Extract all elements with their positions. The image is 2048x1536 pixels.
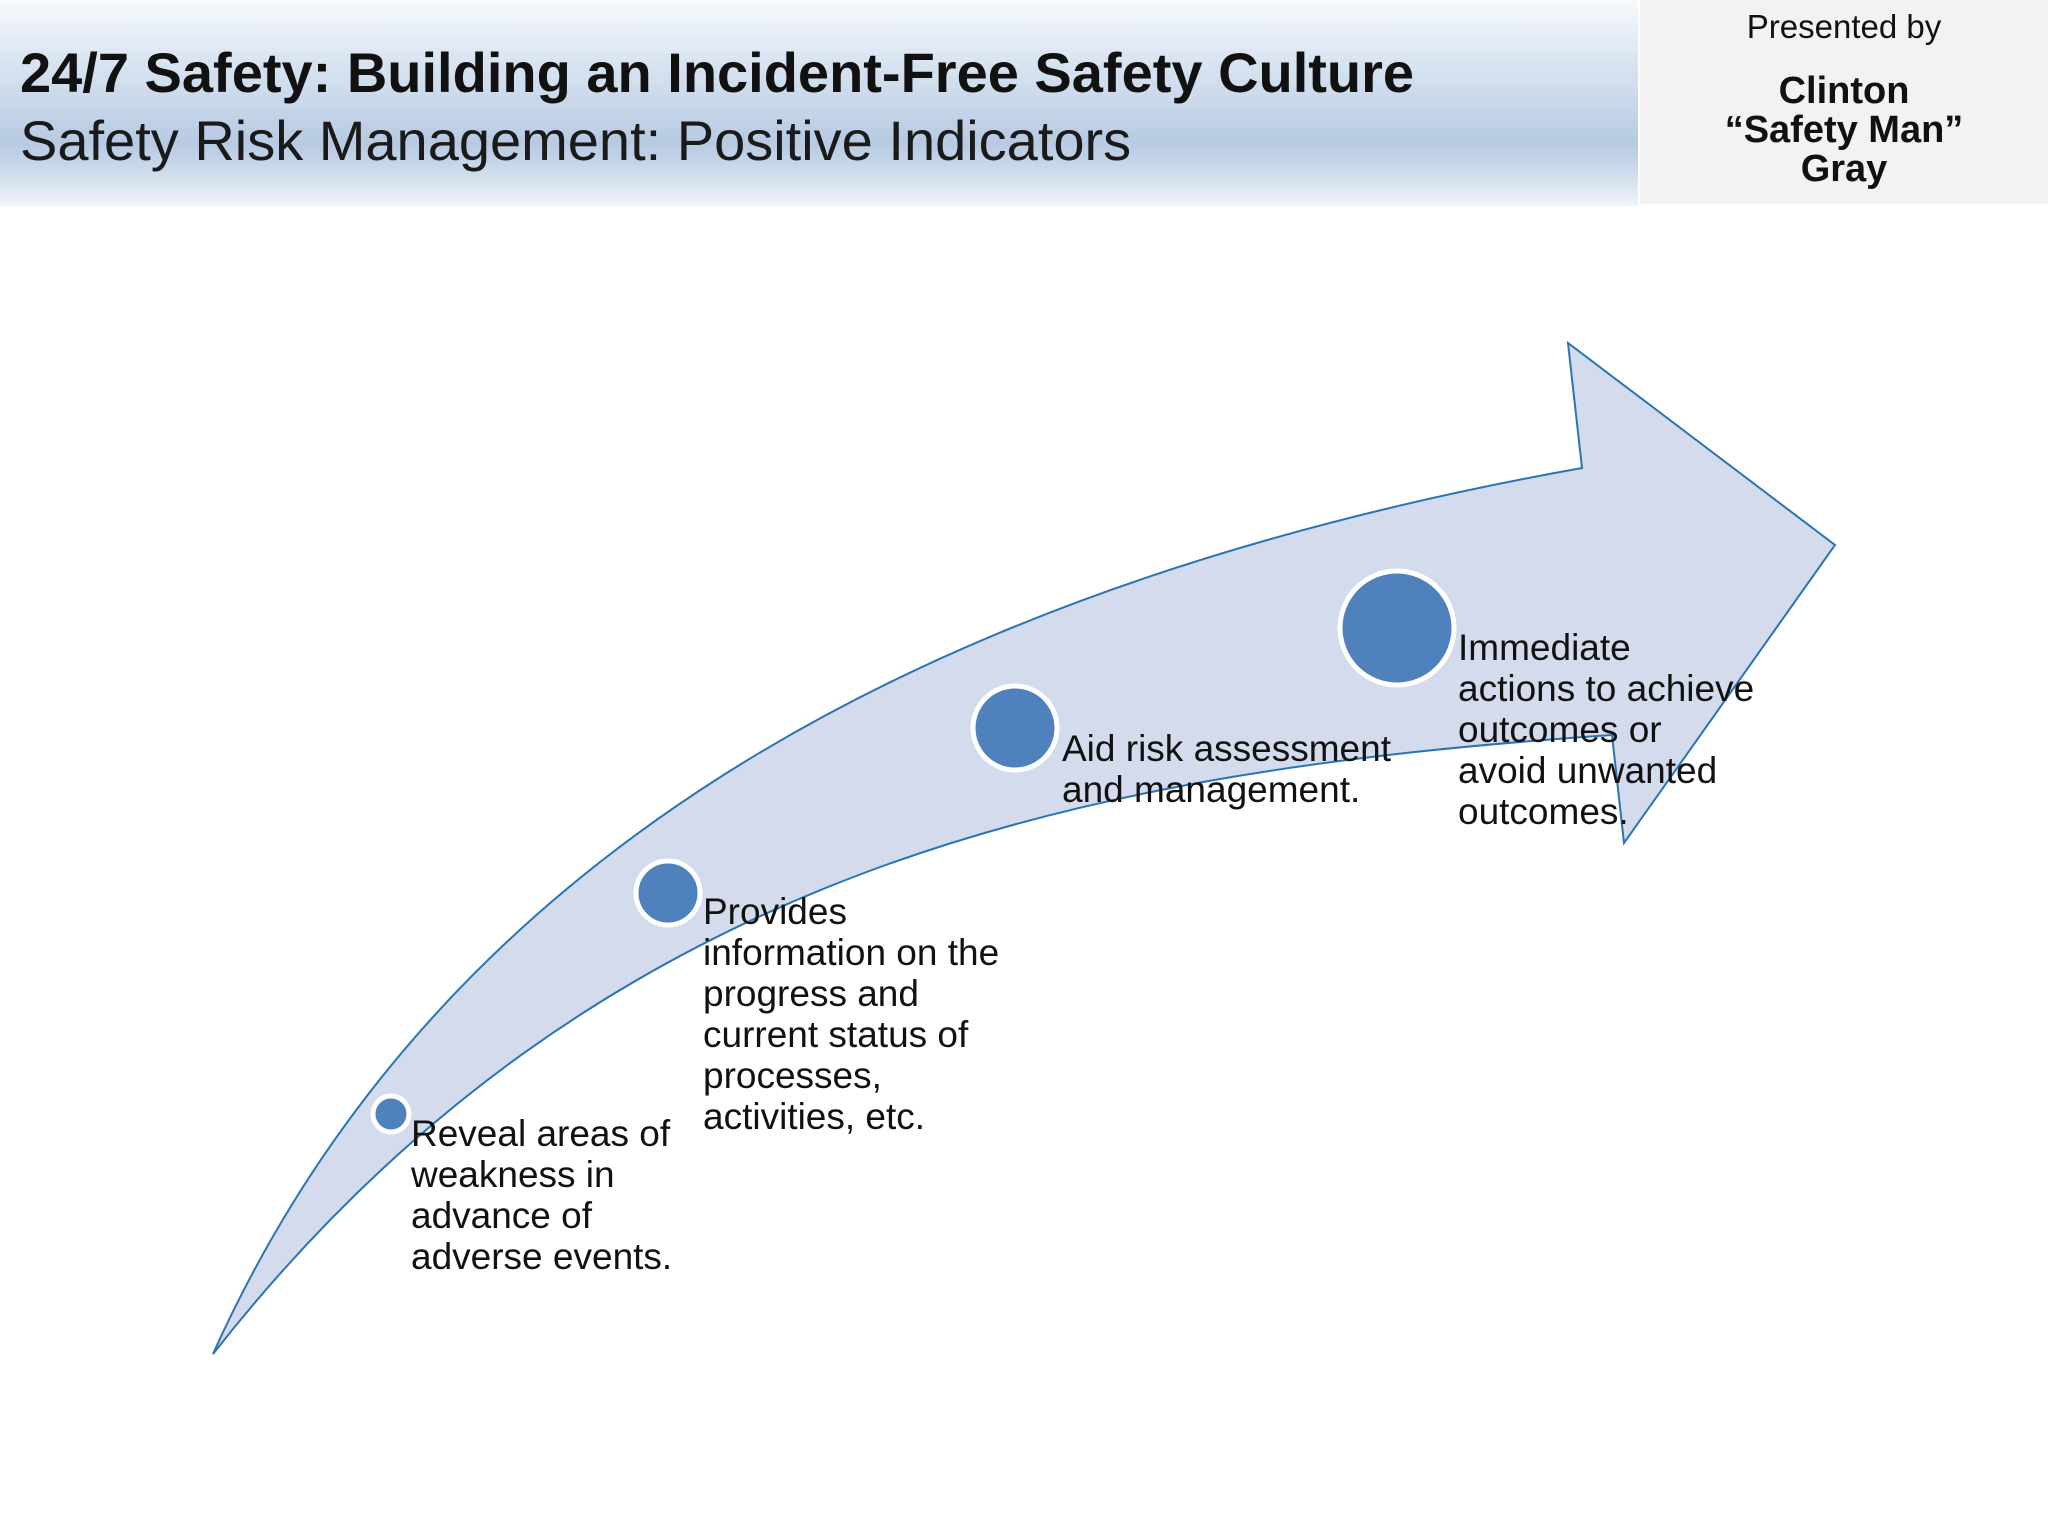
presenter-box: Presented by Clinton “Safety Man” Gray (1640, 0, 2048, 204)
step-label-2: Provides information on the progress and… (703, 891, 1000, 1137)
presenter-name: Clinton “Safety Man” Gray (1640, 72, 2048, 189)
step-node-3 (970, 683, 1060, 773)
slide-title: 24/7 Safety: Building an Incident-Free S… (20, 41, 1415, 104)
presenter-name-line-2: “Safety Man” (1724, 109, 1964, 151)
presented-by-label: Presented by (1746, 8, 1942, 45)
step-node-2 (633, 858, 703, 928)
step-label-4: Immediate actions to achieve outcomes or… (1458, 627, 1755, 832)
step-node-1 (370, 1093, 412, 1135)
slide-subtitle: Safety Risk Management: Positive Indicat… (20, 109, 1132, 172)
step-label-3: Aid risk assessment and management. (1062, 728, 1391, 810)
step-node-4 (1337, 568, 1457, 688)
step-label-1: Reveal areas of weakness in advance of a… (411, 1113, 673, 1277)
presenter-name-line-3: Gray (1800, 148, 1888, 190)
presenter-name-line-1: Clinton (1778, 70, 1910, 112)
header-band: 24/7 Safety: Building an Incident-Free S… (0, 0, 1638, 206)
